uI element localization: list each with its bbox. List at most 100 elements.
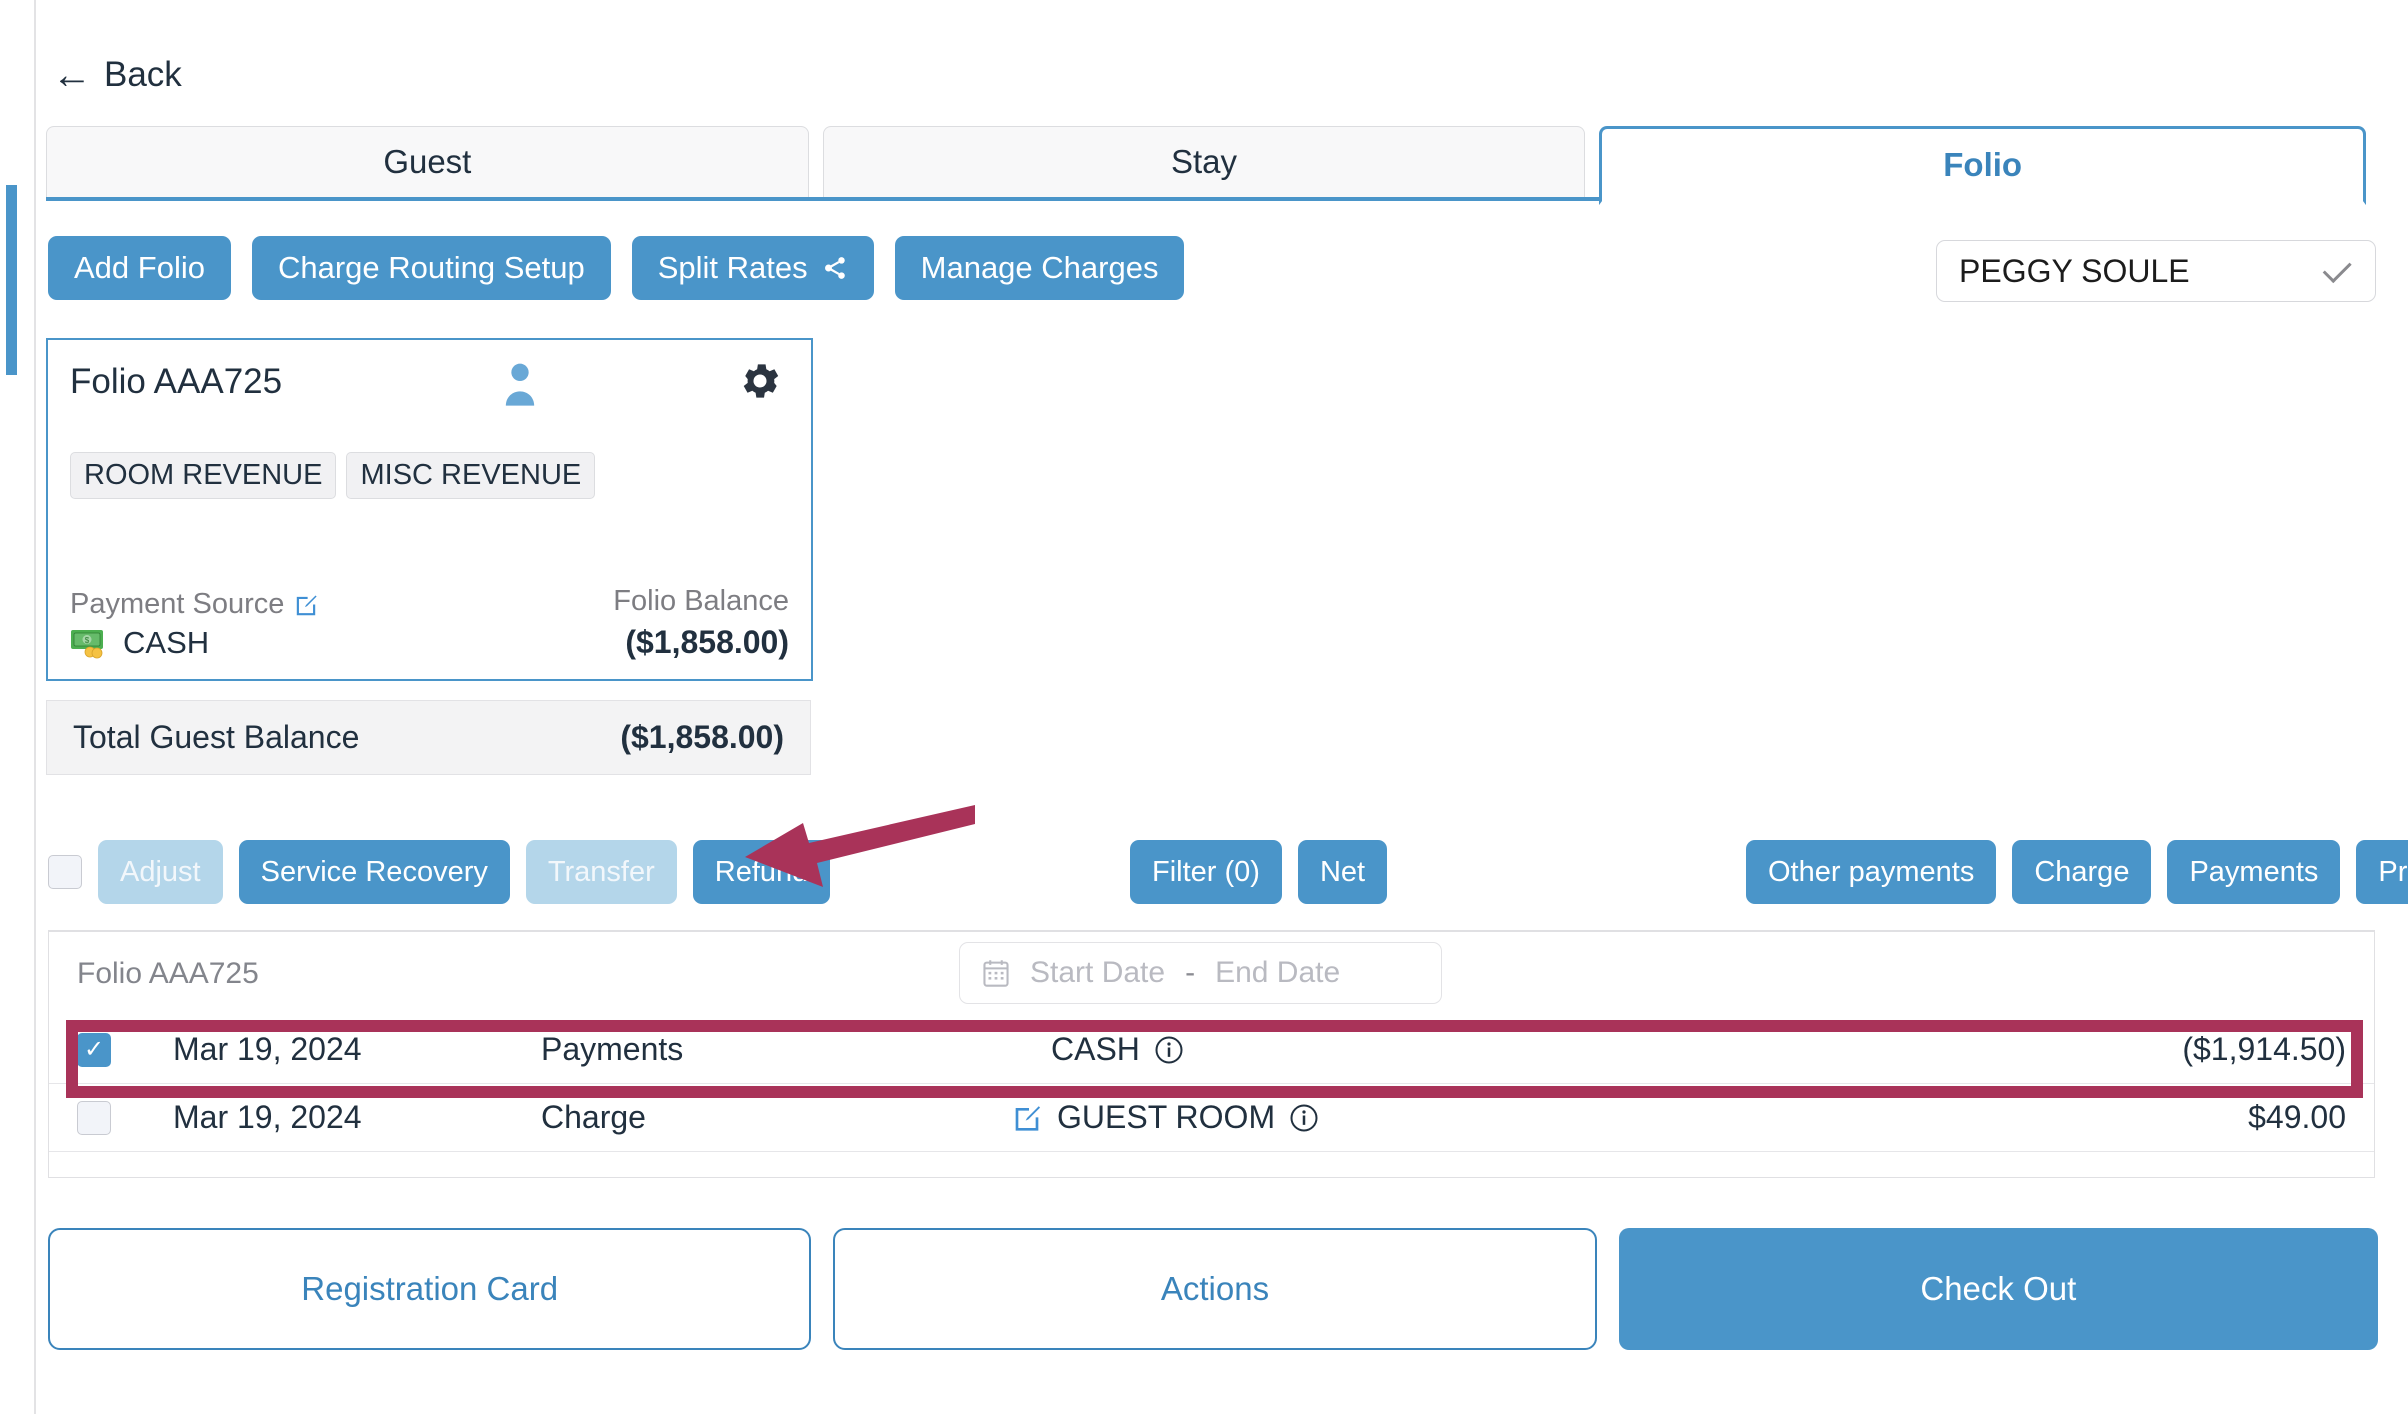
filter-label: Filter (0) xyxy=(1152,855,1260,888)
row-amount: ($1,914.50) xyxy=(2182,1031,2346,1067)
money-icon: $ xyxy=(71,630,103,659)
left-scroll-indicator[interactable] xyxy=(6,185,17,375)
charge-routing-setup-button[interactable]: Charge Routing Setup xyxy=(251,236,611,300)
chevron-down-icon xyxy=(2322,253,2352,283)
primary-action-bar: Add Folio Charge Routing Setup Split Rat… xyxy=(48,236,1185,300)
other-payments-label: Other payments xyxy=(1768,855,1975,888)
transfer-button[interactable]: Transfer xyxy=(525,840,677,904)
tab-folio-label: Folio xyxy=(1943,146,2023,183)
tag-misc-revenue[interactable]: MISC REVENUE xyxy=(346,452,596,499)
row-description-text: CASH xyxy=(1051,1031,1140,1067)
start-date-input[interactable]: Start Date xyxy=(1030,956,1166,989)
print-button[interactable]: Print xyxy=(2356,840,2408,904)
row-description-text: GUEST ROOM xyxy=(1057,1099,1276,1135)
service-recovery-button[interactable]: Service Recovery xyxy=(238,840,510,904)
print-label: Print xyxy=(2378,855,2408,888)
footer-action-bar: Registration Card Actions Check Out xyxy=(48,1228,2378,1350)
tab-folio[interactable]: Folio xyxy=(1599,126,2367,205)
tab-guest-label: Guest xyxy=(383,143,472,180)
back-button[interactable]: ← Back xyxy=(52,55,182,95)
net-label: Net xyxy=(1319,855,1366,888)
edit-icon[interactable] xyxy=(1011,1102,1043,1134)
tag-room-revenue[interactable]: ROOM REVENUE xyxy=(70,452,337,499)
row-description: GUEST ROOM xyxy=(941,1099,2026,1136)
row-checkbox[interactable]: ✓ xyxy=(77,1032,111,1067)
info-icon[interactable] xyxy=(1289,1103,1319,1133)
charge-label: Charge xyxy=(2034,855,2130,888)
tab-guest[interactable]: Guest xyxy=(46,126,809,197)
left-rail-divider xyxy=(34,0,36,1414)
folio-transactions-table: Folio AAA725 Start Date - xyxy=(48,930,2375,1178)
total-guest-balance-value: ($1,858.00) xyxy=(620,719,784,755)
table-row[interactable]: ✓ Mar 19, 2024 Payments CASH ($1,914.50) xyxy=(49,1016,2374,1084)
guest-select[interactable]: PEGGY SOULE xyxy=(1936,240,2376,302)
tab-stay-label: Stay xyxy=(1170,143,1238,180)
add-folio-button[interactable]: Add Folio xyxy=(48,236,231,300)
payment-source-value: CASH xyxy=(123,625,210,660)
row-description: CASH xyxy=(941,1031,2026,1068)
table-caption: Folio AAA725 xyxy=(77,957,259,990)
tab-stay[interactable]: Stay xyxy=(822,126,1586,197)
check-out-label: Check Out xyxy=(1920,1270,2077,1307)
back-label: Back xyxy=(104,55,182,94)
edit-icon[interactable] xyxy=(293,592,319,618)
date-range-filter[interactable]: Start Date - End Date xyxy=(959,942,1442,1004)
manage-charges-label: Manage Charges xyxy=(920,250,1159,285)
split-rates-label: Split Rates xyxy=(657,250,808,285)
gear-icon[interactable] xyxy=(737,358,783,409)
payments-label: Payments xyxy=(2189,855,2319,888)
actions-label: Actions xyxy=(1160,1270,1270,1307)
arrow-left-icon: ← xyxy=(52,53,92,97)
guest-select-value: PEGGY SOULE xyxy=(1959,252,2190,289)
table-row[interactable]: Mar 19, 2024 Charge GUEST ROOM $49.00 xyxy=(49,1084,2374,1152)
folio-tags: ROOM REVENUE MISC REVENUE xyxy=(70,452,789,499)
folio-payment-row: Payment Source $ CASH xyxy=(70,585,789,661)
add-folio-label: Add Folio xyxy=(74,250,205,285)
date-range-separator: - xyxy=(1185,956,1196,989)
person-icon[interactable] xyxy=(500,360,540,413)
other-payments-button[interactable]: Other payments xyxy=(1746,840,1997,904)
payment-source-block: Payment Source $ CASH xyxy=(70,588,319,661)
payment-source-value-wrap: $ CASH xyxy=(70,625,319,661)
payments-button[interactable]: Payments xyxy=(2167,840,2341,904)
adjust-label: Adjust xyxy=(120,855,201,888)
manage-charges-button[interactable]: Manage Charges xyxy=(894,236,1185,300)
folio-balance-block: Folio Balance ($1,858.00) xyxy=(613,585,789,661)
net-button[interactable]: Net xyxy=(1297,840,1388,904)
registration-card-button[interactable]: Registration Card xyxy=(48,1228,812,1350)
end-date-input[interactable]: End Date xyxy=(1215,956,1341,989)
payment-source-label: Payment Source xyxy=(70,588,285,620)
calendar-icon xyxy=(983,960,1009,987)
select-all-checkbox[interactable] xyxy=(48,855,82,889)
folio-card-header: Folio AAA725 xyxy=(70,362,789,424)
refund-button[interactable]: Refund xyxy=(692,840,831,904)
row-date: Mar 19, 2024 xyxy=(173,1099,362,1135)
check-out-button[interactable]: Check Out xyxy=(1618,1228,2378,1350)
folio-card: Folio AAA725 ROOM REVENUE MISC REVENUE xyxy=(46,338,813,681)
transfer-label: Transfer xyxy=(547,855,655,888)
split-rates-button[interactable]: Split Rates xyxy=(631,236,874,300)
toolbar-right-group: Other payments Charge Payments Print xyxy=(1746,840,2408,904)
folio-title: Folio AAA725 xyxy=(70,362,283,401)
folio-balance-value: ($1,858.00) xyxy=(625,624,789,660)
svg-text:$: $ xyxy=(85,636,90,645)
tab-strip: Guest Stay Folio xyxy=(46,126,2367,205)
charge-routing-setup-label: Charge Routing Setup xyxy=(277,250,585,285)
service-recovery-label: Service Recovery xyxy=(260,855,488,888)
filter-button[interactable]: Filter (0) xyxy=(1130,840,1282,904)
refund-label: Refund xyxy=(714,855,809,888)
total-guest-balance-label: Total Guest Balance xyxy=(73,719,360,755)
total-guest-balance: Total Guest Balance ($1,858.00) xyxy=(46,700,811,775)
table-header: Folio AAA725 Start Date - xyxy=(49,932,2374,1016)
info-icon[interactable] xyxy=(1154,1035,1184,1065)
folio-toolbar: Adjust Service Recovery Transfer Refund … xyxy=(48,840,2408,904)
toolbar-left-group: Adjust Service Recovery Transfer Refund xyxy=(48,840,831,904)
share-icon xyxy=(824,257,845,279)
charge-button[interactable]: Charge xyxy=(2012,840,2152,904)
check-icon: ✓ xyxy=(83,1035,105,1063)
row-type: Charge xyxy=(541,1099,646,1135)
adjust-button[interactable]: Adjust xyxy=(98,840,223,904)
actions-button[interactable]: Actions xyxy=(833,1228,1597,1350)
row-checkbox[interactable] xyxy=(77,1100,111,1135)
